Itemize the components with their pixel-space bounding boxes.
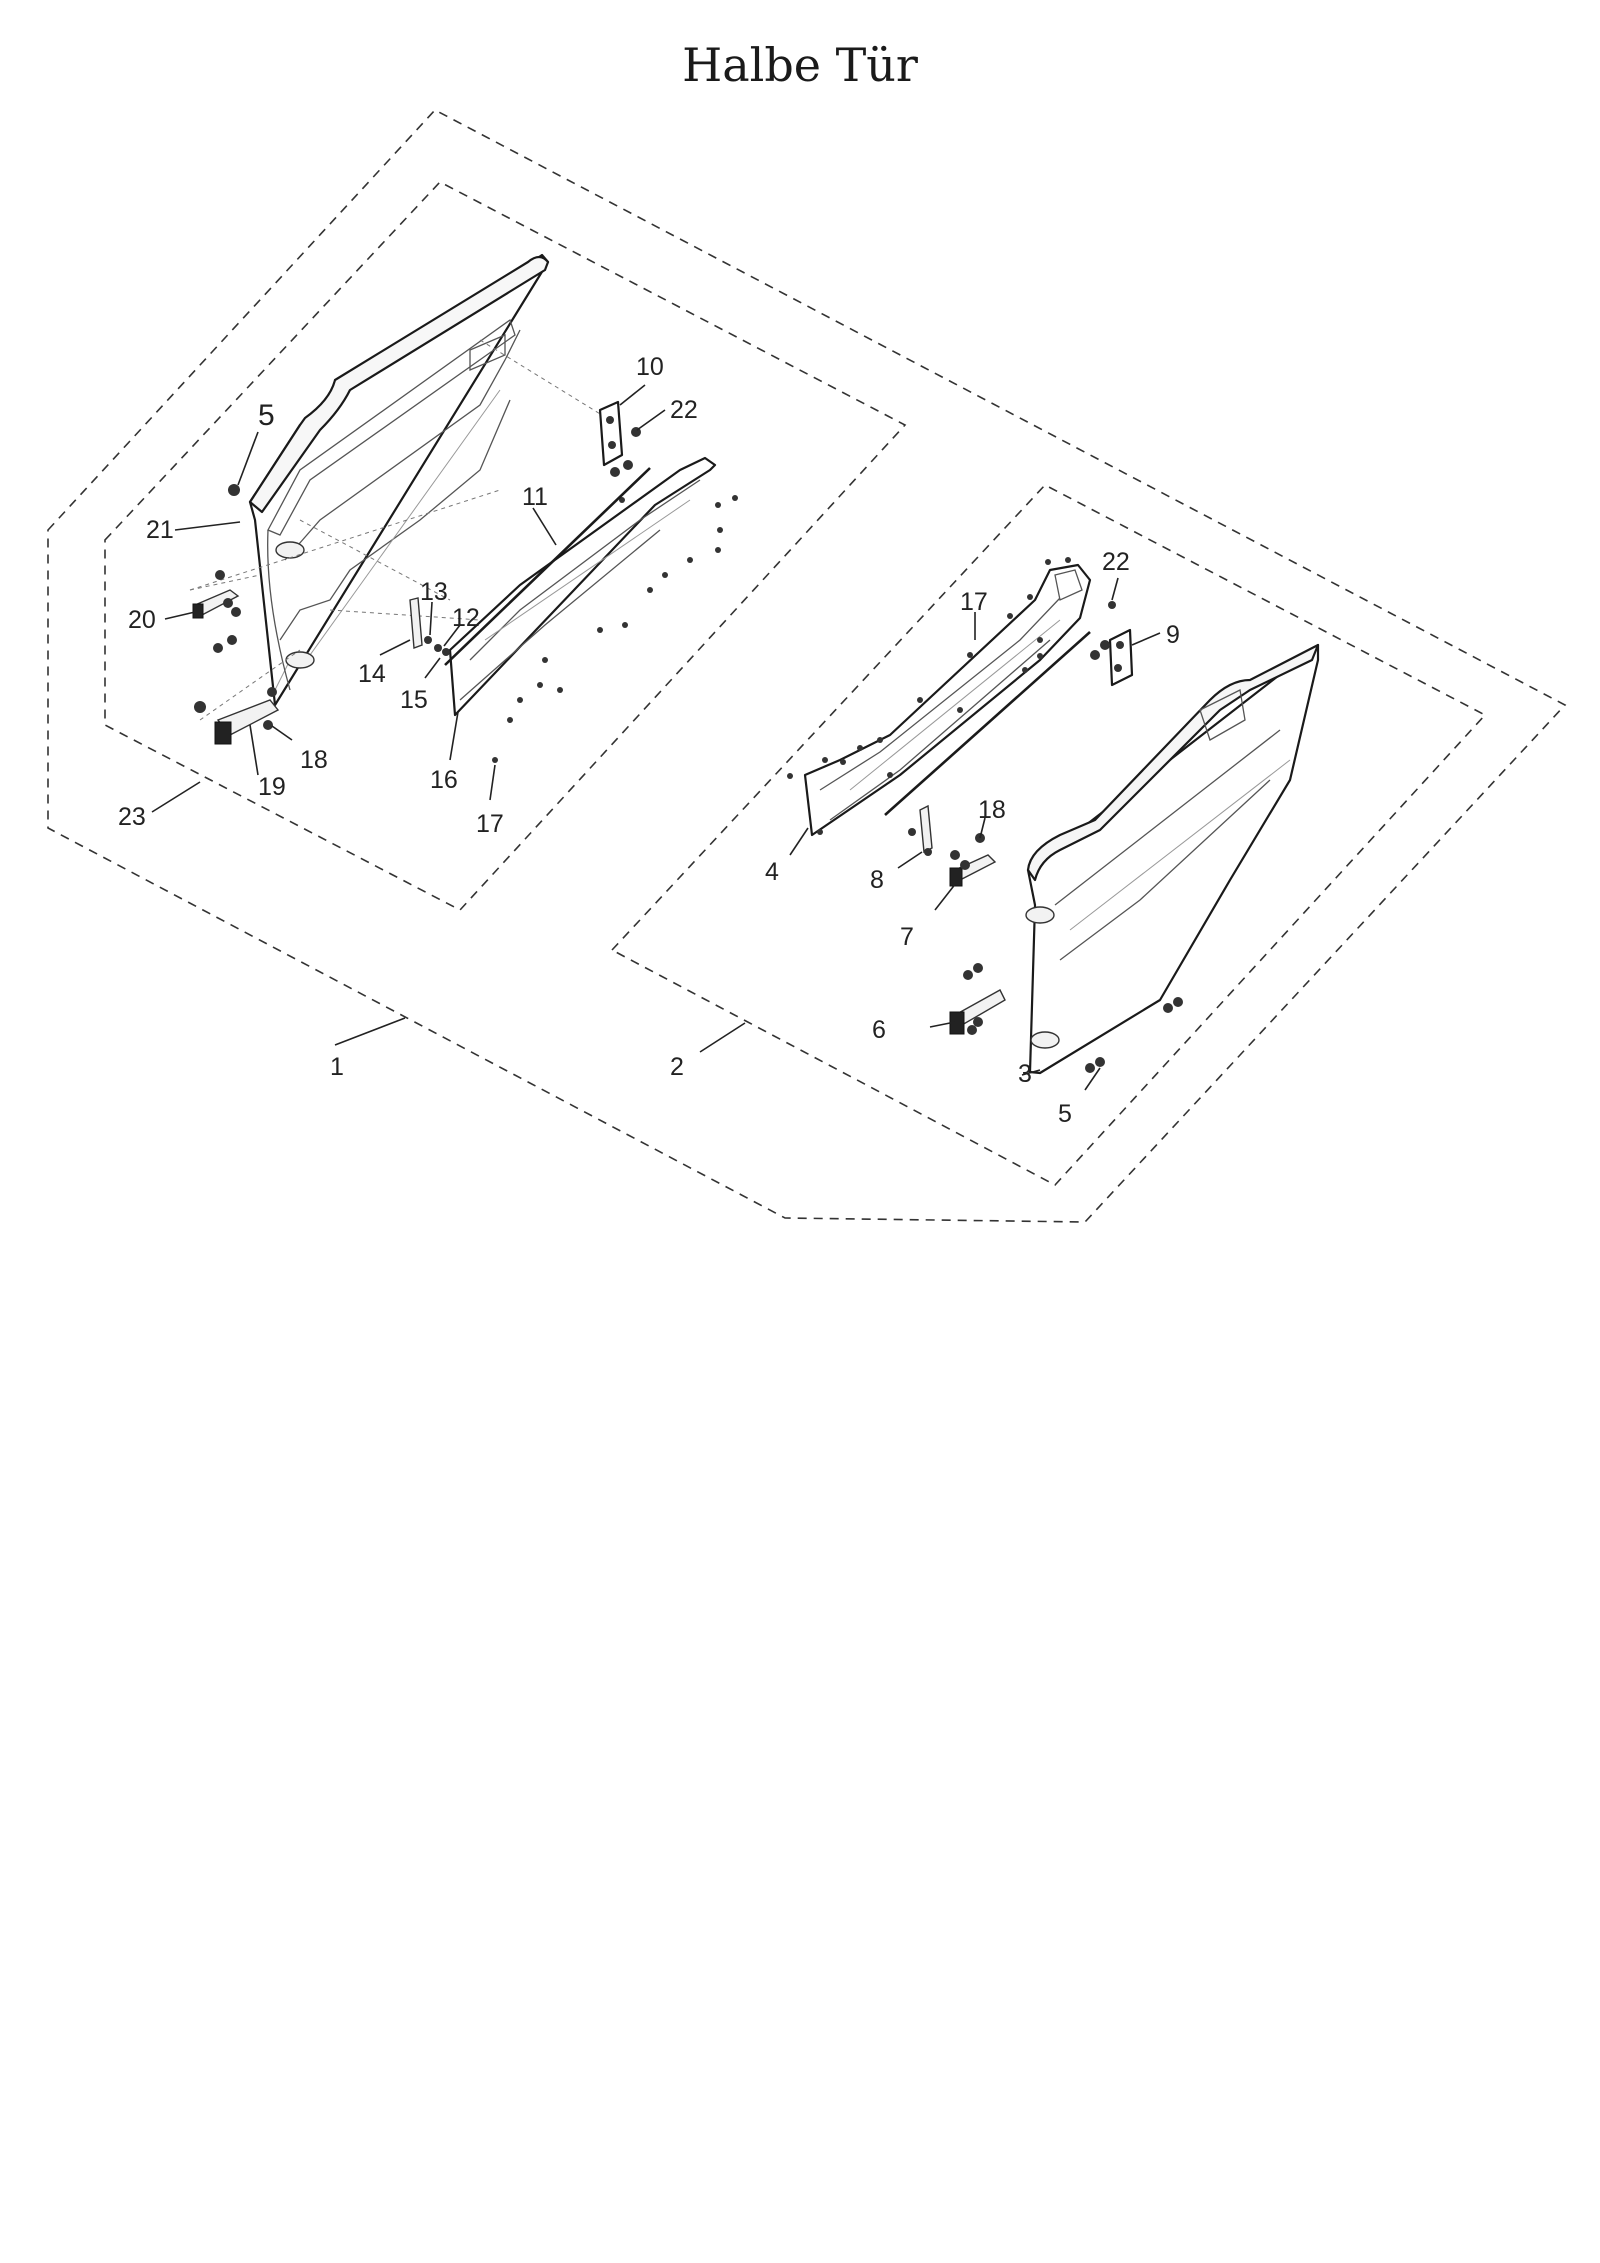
callout-17-right: 17 bbox=[960, 588, 988, 616]
left-lower-hinge bbox=[194, 687, 280, 745]
callout-19: 19 bbox=[258, 773, 286, 801]
callout-5-left: 5 bbox=[258, 399, 275, 432]
callout-5-right: 5 bbox=[1058, 1100, 1072, 1128]
callout-9: 9 bbox=[1166, 621, 1180, 649]
callout-21: 21 bbox=[146, 516, 174, 544]
callout-20: 20 bbox=[128, 606, 156, 634]
left-inner-trim-panel bbox=[448, 456, 717, 717]
callout-17-left: 17 bbox=[476, 810, 504, 838]
callout-3: 3 bbox=[1018, 1060, 1032, 1088]
left-latch bbox=[598, 400, 641, 477]
right-seal-strip bbox=[884, 631, 1091, 816]
callout-12: 12 bbox=[452, 604, 480, 632]
callout-22-right: 22 bbox=[1102, 548, 1130, 576]
right-lower-hinge bbox=[949, 963, 1006, 1035]
exploded-parts-diagram: 1 2 3 4 5 5 6 7 8 9 10 11 12 13 14 15 16… bbox=[47, 109, 1567, 1223]
callout-1: 1 bbox=[330, 1053, 344, 1081]
callout-6: 6 bbox=[872, 1016, 886, 1044]
leader-lines bbox=[151, 384, 1161, 1091]
callout-4: 4 bbox=[765, 858, 779, 886]
callout-2: 2 bbox=[670, 1053, 684, 1081]
left-top-screw bbox=[213, 484, 240, 653]
left-fasteners bbox=[492, 495, 738, 763]
left-door-group-boundary bbox=[104, 181, 907, 911]
callout-18-right: 18 bbox=[978, 796, 1006, 824]
callout-22-left: 22 bbox=[670, 396, 698, 424]
callout-18-left: 18 bbox=[300, 746, 328, 774]
left-upper-hinge bbox=[192, 570, 241, 619]
callout-15: 15 bbox=[400, 686, 428, 714]
callout-labels: 1 2 3 4 5 5 6 7 8 9 10 11 12 13 14 15 16… bbox=[118, 353, 1180, 1128]
page-title: Halbe Tür bbox=[682, 38, 918, 92]
left-seal-strip bbox=[444, 467, 651, 666]
assembly-guide-lines bbox=[189, 339, 611, 721]
callout-23: 23 bbox=[118, 803, 146, 831]
callout-8: 8 bbox=[870, 866, 884, 894]
right-latch bbox=[1090, 601, 1134, 687]
callout-7: 7 bbox=[900, 923, 914, 951]
right-check-strap bbox=[908, 804, 933, 856]
left-door-panel bbox=[248, 253, 550, 707]
callout-11: 11 bbox=[522, 483, 548, 511]
callout-13: 13 bbox=[420, 578, 448, 606]
callout-10: 10 bbox=[636, 353, 664, 381]
right-door-group-boundary bbox=[610, 484, 1487, 1186]
right-fasteners bbox=[787, 557, 1183, 1073]
right-door-panel bbox=[1025, 643, 1320, 1075]
right-upper-hinge bbox=[949, 833, 997, 887]
callout-14: 14 bbox=[358, 660, 386, 688]
callout-16: 16 bbox=[430, 766, 458, 794]
right-inner-trim-panel bbox=[803, 563, 1092, 837]
assembly-boundary-outer bbox=[47, 109, 1567, 1223]
left-check-strap bbox=[409, 597, 450, 656]
